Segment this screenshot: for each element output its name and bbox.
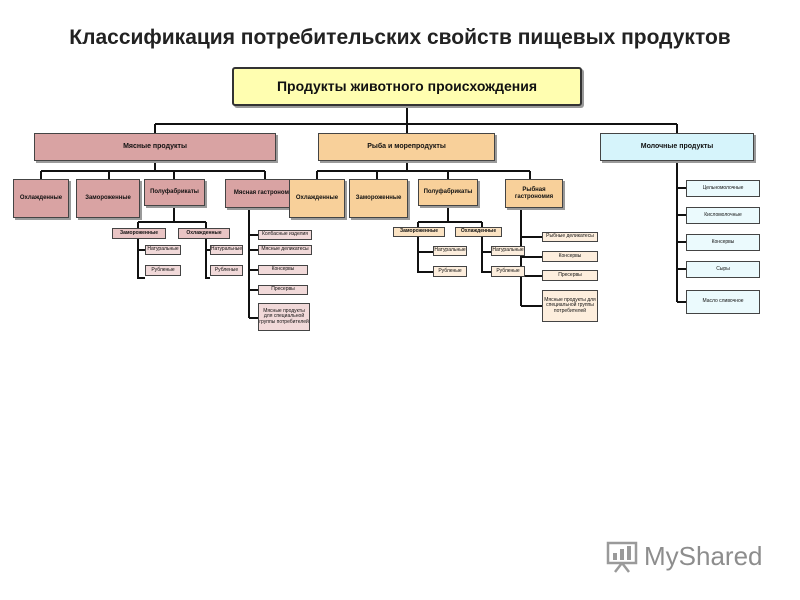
meat-frozen-natural-node: Натуральные [145, 245, 181, 255]
presentation-icon [606, 541, 638, 573]
connector-line [248, 208, 258, 319]
meat-deli-item-preserves: Пресервы [258, 285, 308, 295]
meat-products-node: Мясные продукты [34, 133, 276, 161]
meat-frozen-chopped-node: Рубленые [145, 265, 181, 276]
connector-line [676, 161, 686, 303]
watermark-text: MyShared [644, 540, 763, 571]
connector-line [205, 239, 210, 279]
dairy-item-cheese: Сыры [686, 261, 760, 278]
dairy-item-canned: Консервы [686, 234, 760, 251]
fish-chilled-node: Охлажденные [289, 179, 345, 218]
fish-seafood-node: Рыба и морепродукты [318, 133, 495, 161]
connector-line [520, 208, 542, 307]
fish-chilled-chopped-node: Рубленые [491, 266, 525, 277]
root-node: Продукты животного происхождения [232, 67, 582, 106]
meat-semi-products-node: Полуфабрикаты [144, 179, 205, 206]
connector-line [481, 237, 491, 273]
fish-semi-products-node: Полуфабрикаты [418, 179, 478, 206]
connector-line [417, 237, 433, 273]
connector-line [137, 239, 145, 279]
meat-chilled-node: Охлажденные [13, 179, 69, 218]
meat-semi-frozen-node: Замороженные [112, 228, 166, 239]
fish-chilled-natural-node: Натуральные [491, 246, 525, 256]
meat-frozen-node: Замороженные [76, 179, 140, 218]
fish-deli-item-delicacies: Рыбные деликатесы [542, 232, 598, 242]
fish-deli-item-special: Мясные продукты для специальной группы п… [542, 290, 598, 322]
meat-deli-item-special: Мясные продукты для специальной группы п… [258, 303, 310, 331]
dairy-item-fermented: Кисломолочные [686, 207, 760, 224]
meat-semi-chilled-node: Охлажденные [178, 228, 230, 239]
meat-deli-item-canned: Консервы [258, 265, 308, 275]
fish-frozen-node: Замороженные [349, 179, 408, 218]
connector-line [417, 206, 483, 227]
fish-deli-item-canned: Консервы [542, 251, 598, 262]
meat-deli-item-delicacies: Мясные деликатесы [258, 245, 312, 255]
connector-line [154, 106, 678, 133]
watermark-logo: MyShared [606, 536, 766, 576]
dairy-item-whole-milk: Цельномолочные [686, 180, 760, 197]
connector-line [316, 161, 531, 179]
meat-chilled-chopped-node: Рубленые [210, 265, 243, 276]
connector-line [40, 161, 266, 179]
fish-semi-chilled-node: Охлажденные [455, 227, 502, 237]
dairy-item-butter: Масло сливочное [686, 290, 760, 314]
connector-line [137, 206, 207, 228]
fish-frozen-natural-node: Натуральные [433, 246, 467, 256]
fish-deli-item-preserves: Пресервы [542, 270, 598, 281]
page-title: Классификация потребительских свойств пи… [69, 26, 731, 49]
fish-semi-frozen-node: Замороженные [393, 227, 445, 237]
meat-chilled-natural-node: Натуральные [210, 245, 243, 255]
fish-frozen-chopped-node: Рубленые [433, 266, 467, 277]
fish-deli-node: Рыбная гастрономия [505, 179, 563, 208]
dairy-products-node: Молочные продукты [600, 133, 754, 161]
meat-deli-item-sausage: Колбасные изделия [258, 230, 312, 240]
